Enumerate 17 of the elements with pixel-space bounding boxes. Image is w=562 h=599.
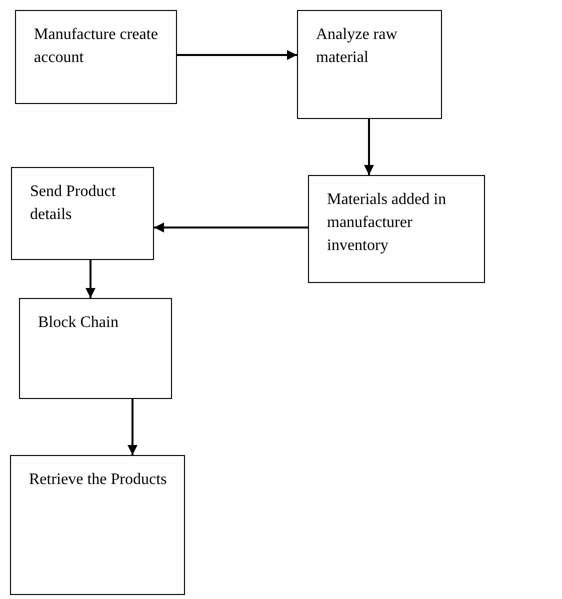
box-text: Materials added in manufacturer inventory (327, 190, 448, 256)
process-box (11, 167, 154, 260)
process-box (15, 10, 177, 104)
box-text: Send Product details (30, 182, 117, 226)
arrow (177, 50, 297, 60)
box-text: Manufacture create account (34, 25, 159, 68)
process-box (297, 10, 442, 119)
process-box (10, 455, 185, 595)
arrow (86, 260, 96, 298)
box-text: Block Chain (38, 313, 120, 333)
arrow (154, 222, 308, 232)
arrow (128, 399, 138, 455)
box-text: Retrieve the Products (29, 470, 168, 490)
process-box (308, 175, 485, 283)
arrow (364, 119, 374, 175)
box-text: Analyze raw material (316, 25, 398, 68)
process-box (19, 298, 172, 399)
